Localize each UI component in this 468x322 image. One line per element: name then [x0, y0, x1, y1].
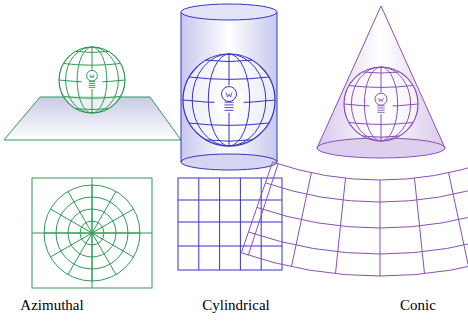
blue-globe: [183, 54, 275, 146]
green-globe: [59, 47, 125, 113]
azimuthal-map: [32, 178, 152, 288]
projection-label: Conic: [400, 297, 436, 314]
projection-label: Azimuthal: [20, 297, 83, 314]
cylindrical-map: [178, 178, 282, 270]
projection-cone: [317, 6, 445, 158]
projection-cylinder: [181, 4, 277, 170]
conic-map: [241, 162, 468, 276]
projection-label: Cylindrical: [202, 297, 270, 314]
purple-globe: [344, 67, 418, 141]
